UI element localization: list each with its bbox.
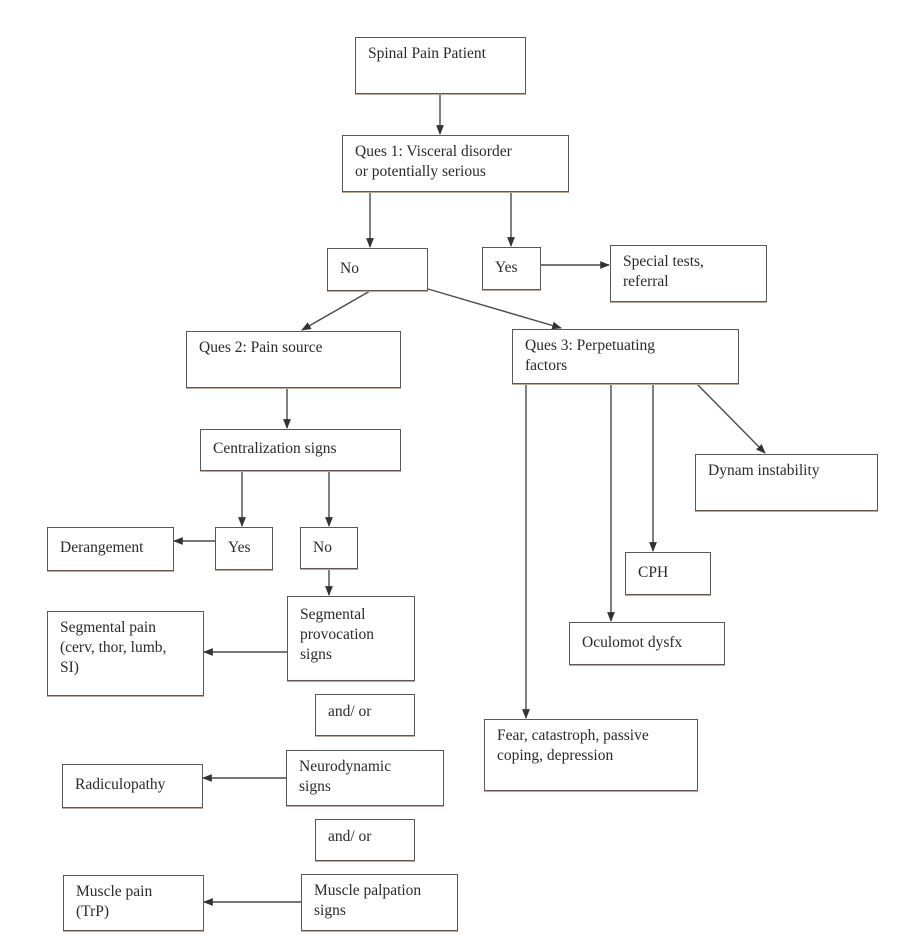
- node-and-or-1: and/ or: [315, 694, 415, 736]
- node-label: Muscle palpation signs: [314, 882, 422, 919]
- node-label: Spinal Pain Patient: [368, 45, 486, 62]
- node-spinal-pain-patient: Spinal Pain Patient: [355, 37, 526, 94]
- node-label: and/ or: [328, 703, 372, 720]
- node-q1-yes: Yes: [482, 247, 541, 290]
- node-radiculopathy: Radiculopathy: [62, 764, 203, 808]
- node-fear: Fear, catastroph, passive coping, depres…: [484, 719, 698, 791]
- node-muscle-palpation: Muscle palpation signs: [301, 874, 458, 931]
- node-label: Ques 3: Perpetuating factors: [525, 337, 656, 374]
- node-label: Ques 2: Pain source: [199, 339, 323, 356]
- node-cent-no: No: [300, 527, 358, 569]
- node-cent-yes: Yes: [215, 527, 273, 570]
- node-dynam-instability: Dynam instability: [695, 454, 878, 511]
- node-label: Muscle pain (TrP): [76, 883, 153, 920]
- node-label: Centralization signs: [213, 440, 337, 457]
- arrow-q1-no-to-ques2: [301, 290, 371, 331]
- node-label: Neurodynamic signs: [299, 758, 392, 795]
- node-label: Derangement: [60, 539, 144, 556]
- arrow-ques3-to-dynam-instability: [696, 383, 766, 454]
- node-label: No: [313, 539, 332, 556]
- node-label: Special tests, referral: [623, 253, 704, 290]
- node-ques3: Ques 3: Perpetuating factors: [512, 329, 739, 384]
- node-muscle-pain: Muscle pain (TrP): [63, 875, 204, 931]
- node-label: Dynam instability: [708, 462, 820, 479]
- node-label: Segmental provocation signs: [300, 606, 375, 663]
- node-cph: CPH: [625, 552, 711, 595]
- node-label: Ques 1: Visceral disorder or potentially…: [355, 143, 512, 180]
- node-centralization: Centralization signs: [200, 429, 401, 471]
- arrow-q1-no-to-ques3: [427, 288, 562, 330]
- node-oculomot: Oculomot dysfx: [569, 622, 725, 665]
- node-label: Fear, catastroph, passive coping, depres…: [497, 727, 649, 764]
- node-label: Radiculopathy: [75, 776, 166, 793]
- node-label: and/ or: [328, 828, 372, 845]
- node-derangement: Derangement: [47, 527, 174, 571]
- node-special-tests: Special tests, referral: [610, 245, 767, 302]
- node-and-or-2: and/ or: [315, 819, 415, 861]
- node-ques2: Ques 2: Pain source: [186, 331, 401, 388]
- node-neurodynamic: Neurodynamic signs: [286, 750, 444, 806]
- node-ques1: Ques 1: Visceral disorder or potentially…: [342, 135, 569, 192]
- node-label: Yes: [228, 539, 251, 556]
- node-label: Segmental pain (cerv, thor, lumb, SI): [60, 619, 167, 676]
- node-segmental-pain: Segmental pain (cerv, thor, lumb, SI): [47, 611, 204, 696]
- node-segmental-provocation: Segmental provocation signs: [287, 596, 415, 681]
- node-label: No: [340, 260, 359, 277]
- node-q1-no: No: [327, 248, 428, 291]
- node-label: CPH: [638, 564, 669, 581]
- node-label: Oculomot dysfx: [582, 634, 683, 651]
- node-label: Yes: [495, 259, 518, 276]
